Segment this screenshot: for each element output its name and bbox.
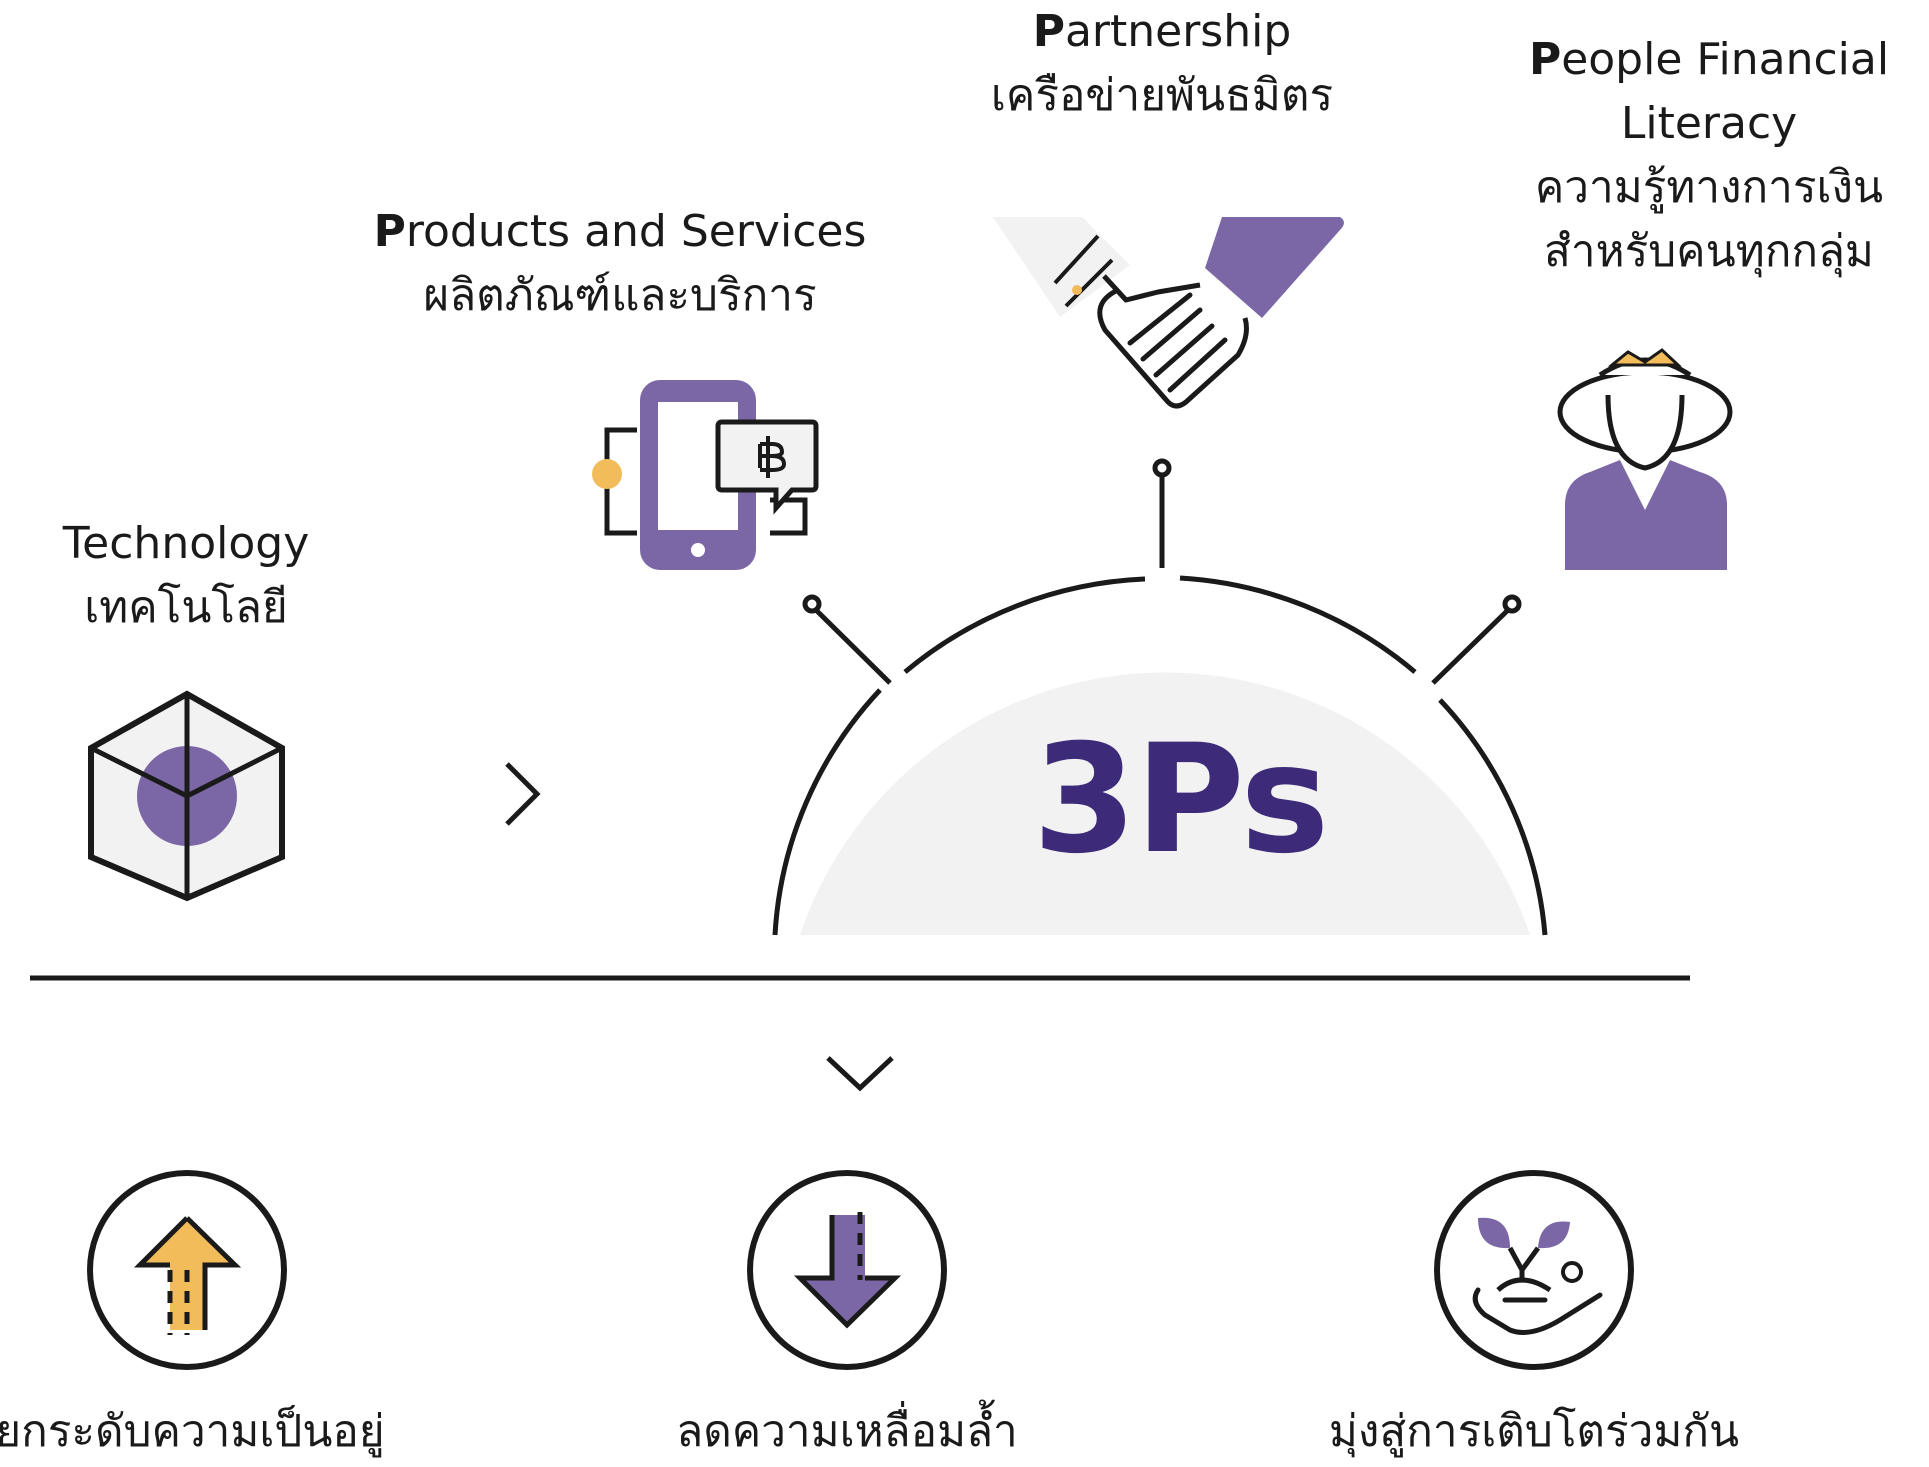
products-label-th: ผลิตภัณฑ์และบริการ [423,270,817,321]
partnership-label: Partnership เครือข่ายพันธมิตร [942,0,1382,128]
handshake-icon [993,217,1344,409]
people-label: People Financial Literacy ความรู้ทางการเ… [1494,28,1924,284]
partnership-rest: artnership [1064,6,1292,57]
arrow-down-icon [747,1170,947,1370]
products-initial: P [373,206,406,257]
people-label-en: People Financial [1494,28,1924,92]
phone-baht-icon [592,380,819,570]
people-label-en-line2: Literacy [1620,98,1798,149]
technology-label-th: เทคโนโลยี [84,582,288,633]
people-label-th-line1: ความรู้ทางการเงิน [1534,162,1884,213]
dome-fill [800,672,1530,935]
people-rest: eople Financial [1561,34,1890,85]
products-label: Products and Services ผลิตภัณฑ์และบริการ [340,200,900,328]
outcome-label-2: ลดความเหลื่อมล้ำ [676,1406,1018,1457]
chevron-right-icon [505,762,541,826]
cube-icon [88,690,285,902]
chevron-down-icon [826,1056,894,1092]
outcome-label-1: ยกระดับความเป็นอยู่ [0,1406,385,1457]
technology-label-en: Technology [62,518,310,569]
woman-hat-icon [1557,348,1733,570]
people-label-th-line2: สำหรับคนทุกกลุ่ม [1544,226,1874,277]
plant-in-hand-icon [1434,1170,1634,1370]
arrow-up-icon [87,1170,287,1370]
products-label-en: Products and Services [340,200,900,264]
partnership-label-th: เครือข่ายพันธมิตร [990,70,1334,121]
partnership-label-en: Partnership [942,0,1382,64]
partnership-initial: P [1032,6,1065,57]
people-initial: P [1528,34,1562,85]
outcome-label-3: มุ่งสู่การเติบโตร่วมกัน [1328,1406,1740,1457]
technology-label: Technology เทคโนโลยี [26,512,346,640]
center-title: 3Ps [1032,713,1330,887]
dome [772,575,1548,936]
products-rest: roducts and Services [405,206,867,257]
connector-spokes [802,458,1522,685]
